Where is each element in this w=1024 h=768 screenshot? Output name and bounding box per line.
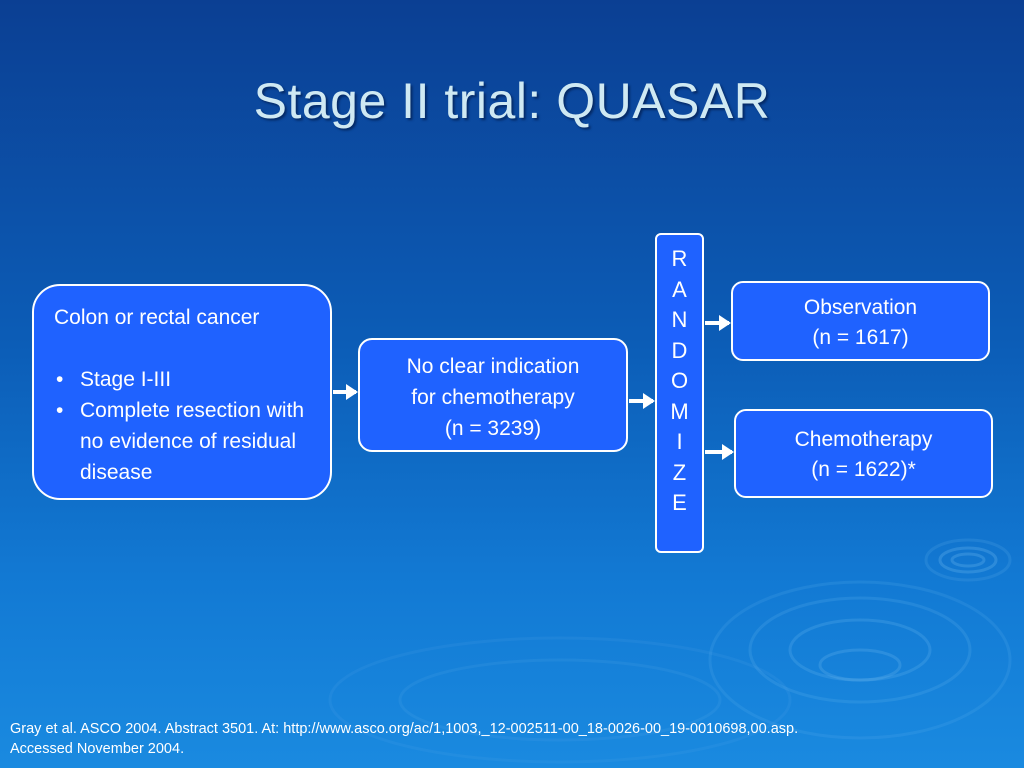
arrow-inclusion-to-eligible xyxy=(333,384,358,400)
observation-arm-box: Observation (n = 1617) xyxy=(731,281,990,361)
bullet-text: Complete resection with no evidence of r… xyxy=(80,399,305,484)
arrow-randomize-to-observation xyxy=(705,315,731,331)
arm-label: Observation xyxy=(803,296,918,319)
randomize-letter: M xyxy=(670,398,689,424)
arm-count: (n = 1617) xyxy=(812,326,909,349)
list-item: • Complete resection with no evidence of… xyxy=(54,395,312,488)
randomize-letter: D xyxy=(671,337,688,363)
randomize-letter: I xyxy=(676,429,683,454)
bullet-text: Stage I-III xyxy=(80,368,172,391)
randomize-letter: R xyxy=(671,246,688,271)
arrow-eligible-to-randomize xyxy=(629,393,655,409)
arrow-randomize-to-chemotherapy xyxy=(705,444,734,460)
bullet-marker: • xyxy=(56,399,64,422)
eligible-population-box: No clear indication for chemotherapy (n … xyxy=(358,338,628,452)
randomize-letter: O xyxy=(670,368,689,393)
eligible-line: for chemotherapy xyxy=(411,386,575,409)
slide-title: Stage II trial: QUASAR xyxy=(253,73,771,129)
inclusion-bullet-list: • Stage I-III • Complete resection with … xyxy=(54,364,312,488)
inclusion-heading: Colon or rectal cancer xyxy=(54,306,260,329)
bullet-marker: • xyxy=(56,368,64,391)
chemotherapy-arm-box: Chemotherapy (n = 1622)* xyxy=(734,409,993,498)
randomize-box: R A N D O M I Z E xyxy=(655,233,704,553)
inclusion-criteria-box: Colon or rectal cancer • Stage I-III • C… xyxy=(32,284,332,500)
eligible-line: No clear indication xyxy=(406,355,580,378)
list-item: • Stage I-III xyxy=(54,364,312,395)
randomize-letter: E xyxy=(672,490,687,515)
footnote-line: Accessed November 2004. xyxy=(10,741,185,757)
citation-footnote: Gray et al. ASCO 2004. Abstract 3501. At… xyxy=(10,719,1014,759)
randomize-letter: Z xyxy=(672,459,687,485)
eligible-count: (n = 3239) xyxy=(444,417,542,440)
randomize-letter: N xyxy=(671,307,688,332)
arm-label: Chemotherapy xyxy=(794,428,933,451)
arm-count: (n = 1622)* xyxy=(811,458,916,481)
randomize-letter: A xyxy=(672,276,687,302)
footnote-line: Gray et al. ASCO 2004. Abstract 3501. At… xyxy=(10,721,799,737)
